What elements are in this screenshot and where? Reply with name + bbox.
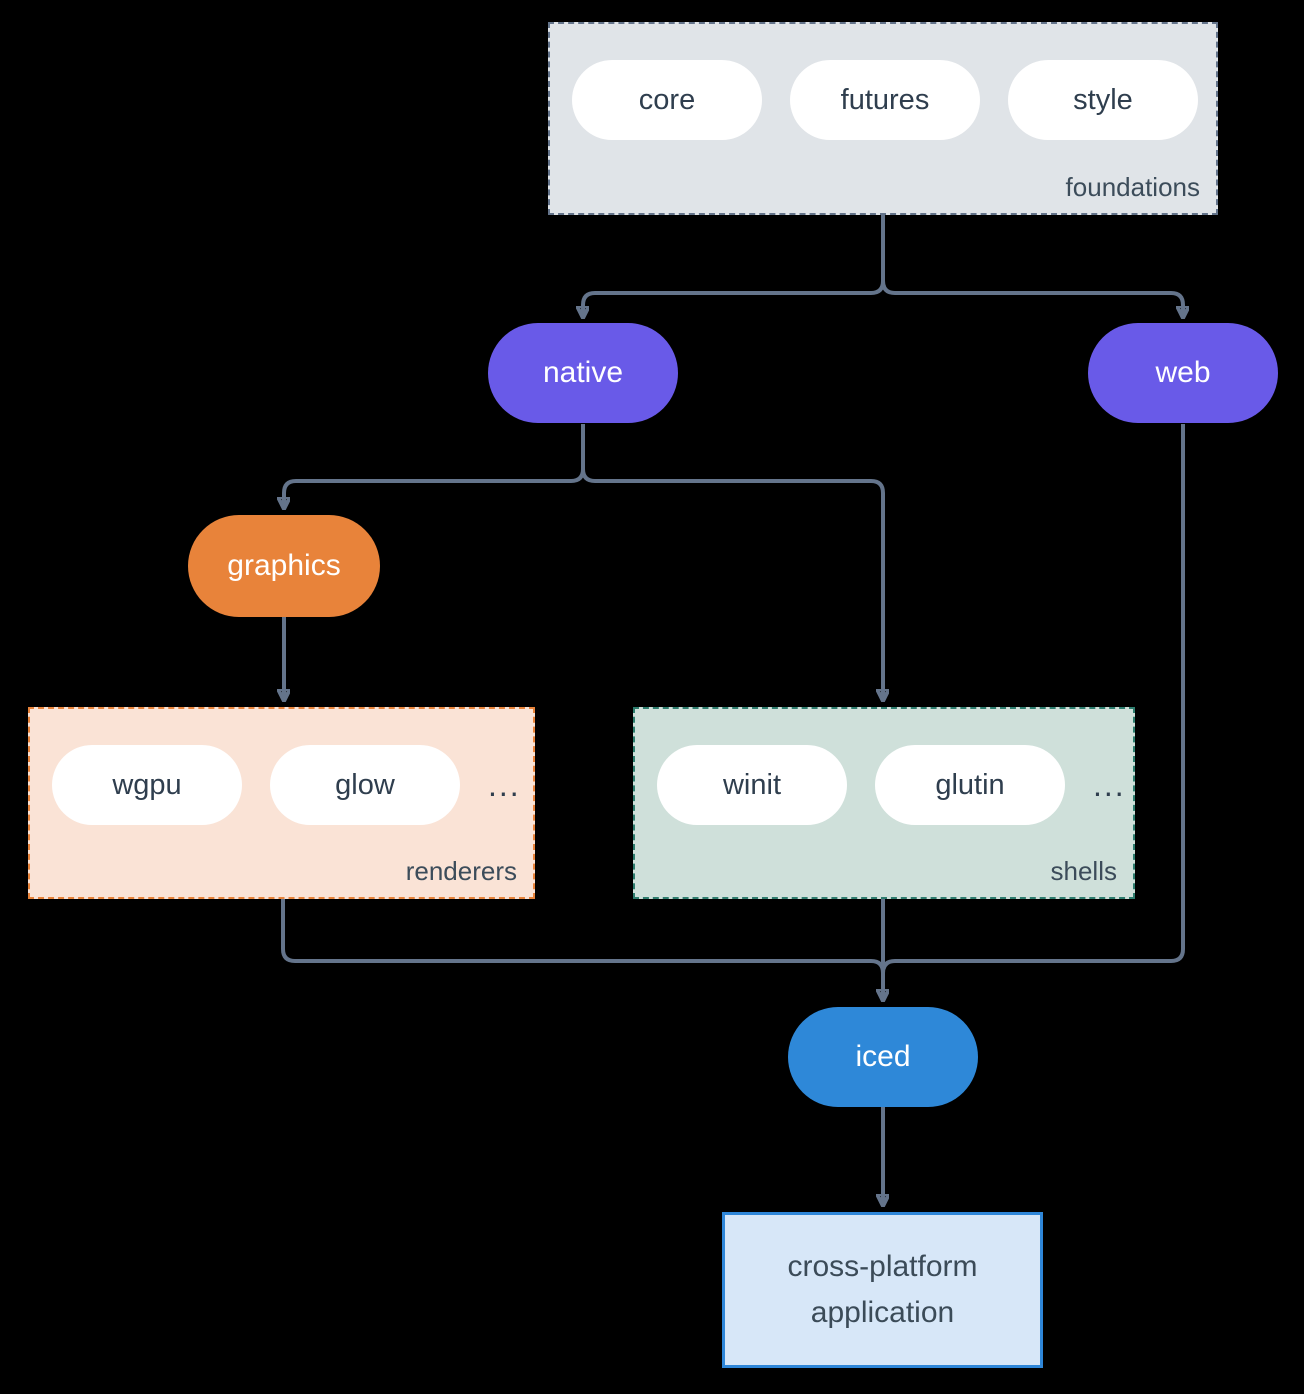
node-web: web	[1088, 323, 1278, 423]
application-line-2: application	[810, 1296, 955, 1329]
pill-style: style	[1008, 60, 1198, 140]
connector-foundations-native	[583, 215, 885, 317]
renderers-ellipsis: ...	[488, 766, 521, 803]
node-native: native	[488, 323, 678, 423]
foundations-pill-row: core futures style	[550, 24, 1216, 140]
pill-futures: futures	[790, 60, 980, 140]
shells-label: shells	[1050, 856, 1117, 886]
shells-group: winit glutin ... shells	[633, 707, 1135, 899]
connector-foundations-web	[881, 215, 1183, 317]
pill-glow: glow	[270, 745, 460, 825]
pill-winit: winit	[657, 745, 847, 825]
foundations-group: core futures style foundations	[548, 22, 1218, 215]
pill-wgpu: wgpu	[52, 745, 242, 825]
pill-glutin: glutin	[875, 745, 1065, 825]
renderers-label: renderers	[405, 856, 517, 886]
renderers-group: wgpu glow ... renderers	[28, 707, 535, 899]
connector-renderers-merge	[281, 899, 885, 974]
shells-ellipsis: ...	[1093, 766, 1126, 803]
shells-pill-row: winit glutin ...	[635, 709, 1133, 825]
connector-native-graphics	[284, 424, 585, 508]
application-line-1: cross-platform	[787, 1249, 978, 1283]
foundations-label: foundations	[1065, 172, 1200, 202]
connector-native-shells	[581, 424, 883, 700]
node-iced: iced	[788, 1007, 978, 1107]
node-graphics: graphics	[188, 515, 380, 617]
cross-platform-application-box: cross-platform application	[722, 1212, 1043, 1368]
renderers-pill-row: wgpu glow ...	[30, 709, 533, 825]
pill-core: core	[572, 60, 762, 140]
